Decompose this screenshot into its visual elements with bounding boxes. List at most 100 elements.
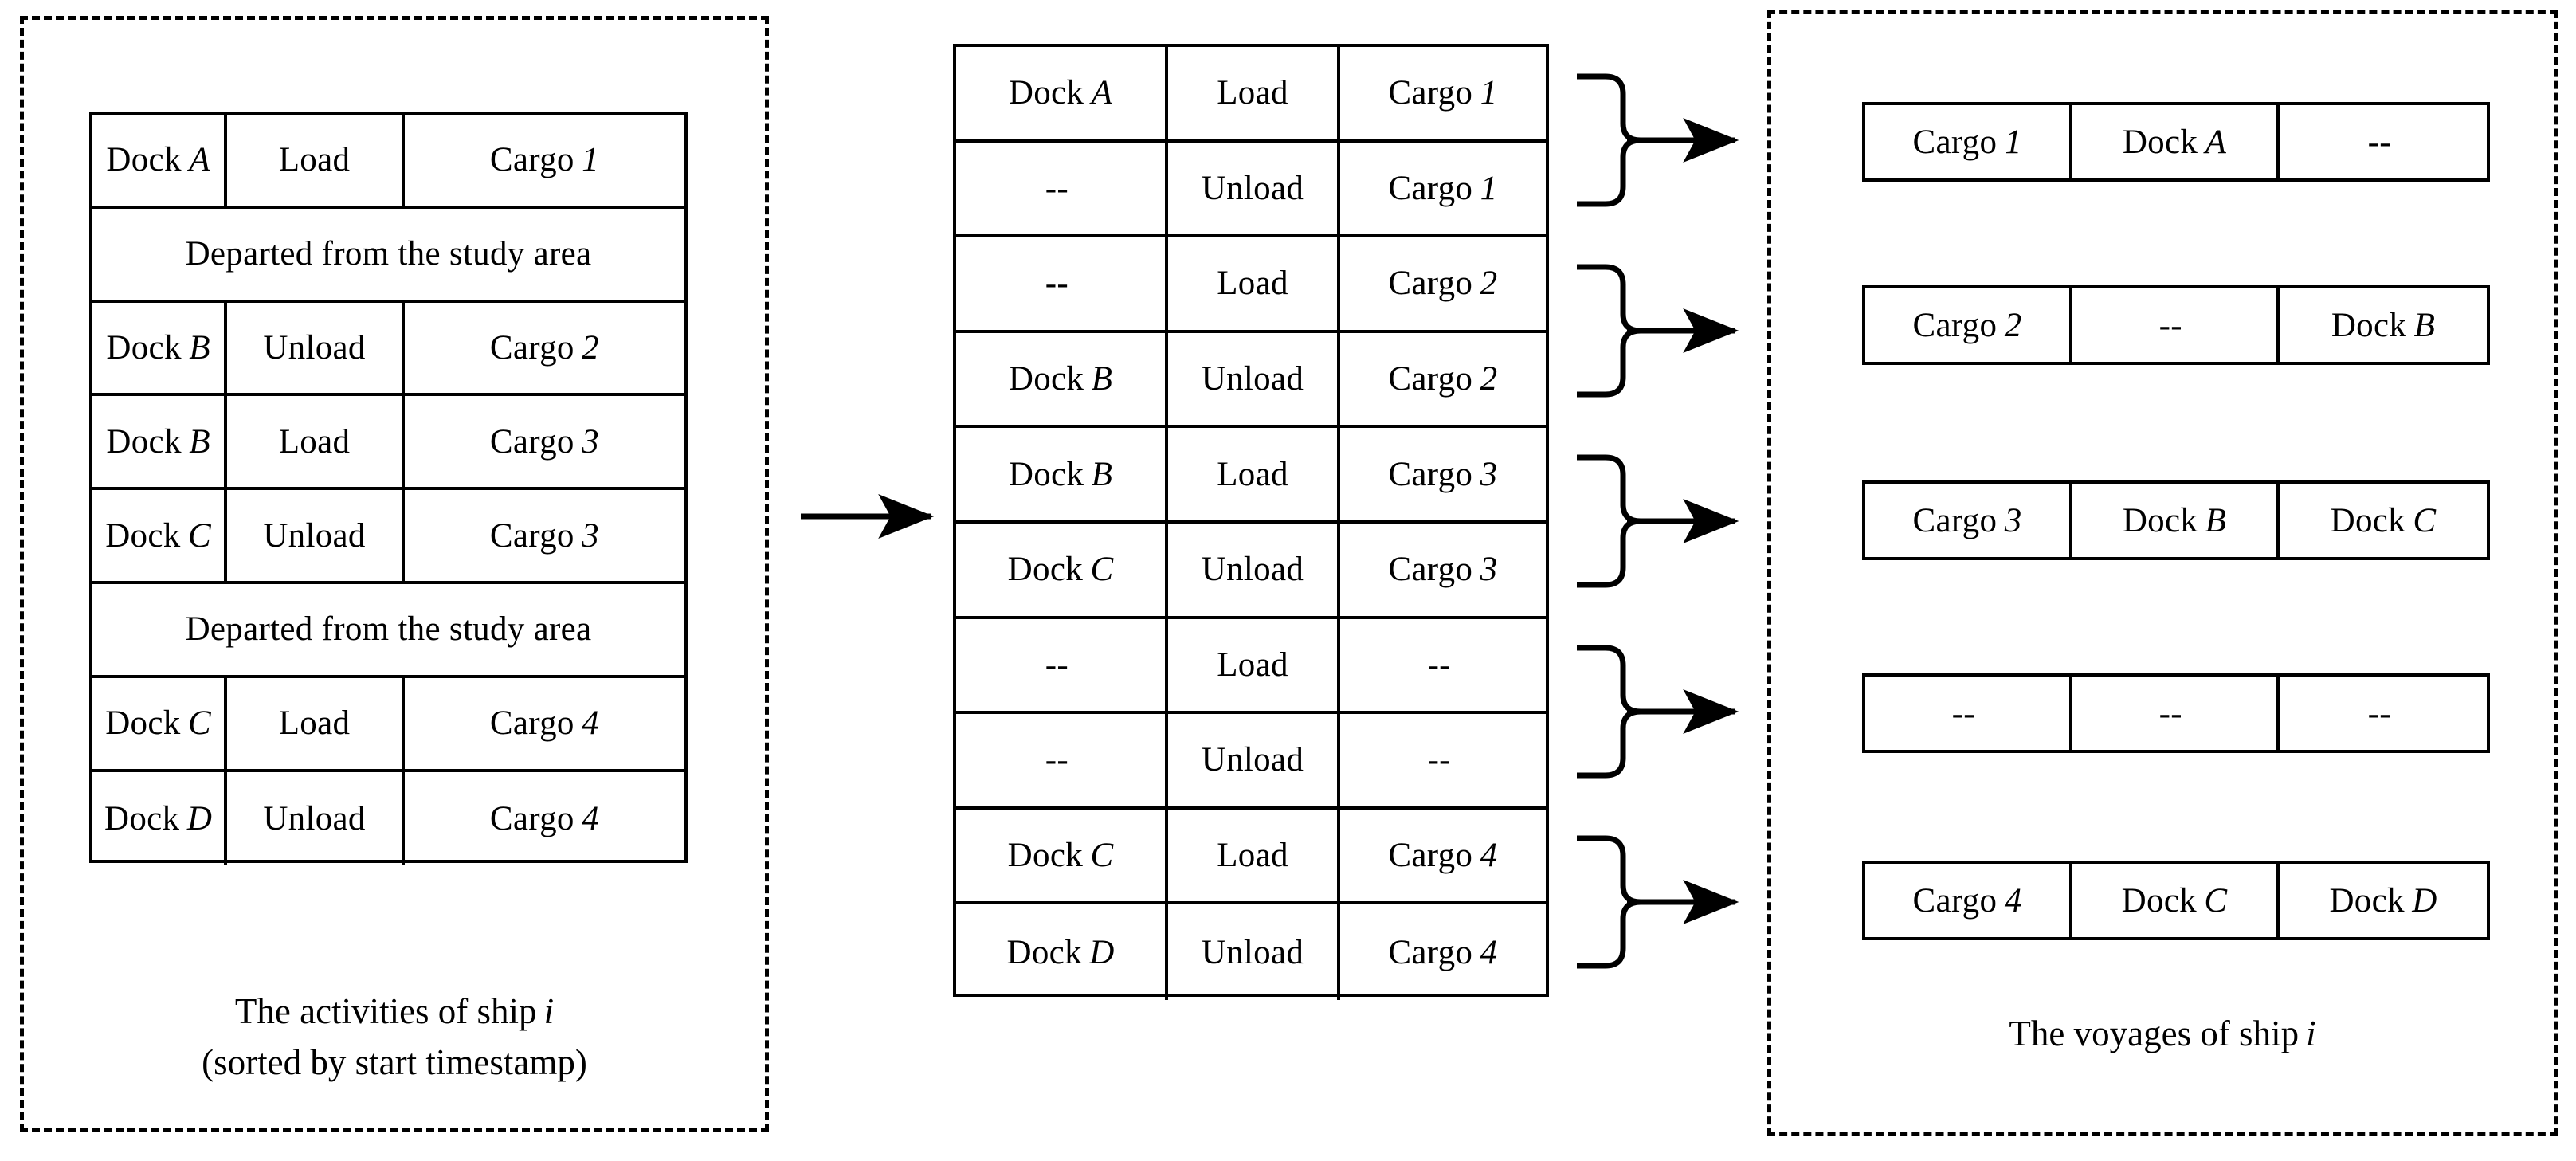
dock-id: B	[189, 422, 210, 461]
dock-id: A	[189, 141, 210, 179]
cargo-id: 1	[582, 141, 599, 179]
cargo-id: 4	[582, 704, 599, 743]
caption-line-2: (sorted by start timestamp)	[202, 1041, 587, 1082]
voyage-cargo-cell: --	[1865, 677, 2073, 750]
cargo-id: 2	[1480, 360, 1498, 398]
dock-id: B	[1091, 360, 1113, 398]
activity-action-cell: Load	[227, 677, 405, 769]
departed-note: Departed from the study area	[185, 610, 592, 649]
ordered-dock-cell: --	[956, 237, 1169, 330]
cargo-id: 4	[1480, 933, 1498, 971]
departed-note: Departed from the study area	[185, 235, 592, 273]
activity-action-cell: Load	[227, 115, 405, 206]
activities-panel	[20, 16, 769, 1132]
cargo-id: 4	[2004, 881, 2022, 920]
cargo-id: 3	[2004, 501, 2022, 539]
dock-id: B	[189, 328, 210, 367]
brace-arrow-2	[1577, 264, 1739, 398]
ordered-action-cell: Load	[1168, 809, 1340, 902]
ordered-action-cell: Unload	[1168, 332, 1340, 426]
dock-id: C	[1090, 837, 1114, 875]
ordered-dock-cell: --	[956, 714, 1169, 806]
voyage-row: -- -- --	[1862, 673, 2490, 753]
voyage-origin-cell: --	[2072, 288, 2280, 362]
ordered-dock-cell: --	[956, 618, 1169, 712]
dock-id: D	[1089, 933, 1115, 971]
ship-index: i	[2306, 1014, 2316, 1053]
dock-id: D	[186, 799, 213, 837]
brace-arrow-3	[1577, 454, 1739, 588]
ship-index: i	[543, 991, 555, 1031]
ordered-action-cell: Load	[1168, 47, 1340, 139]
ordered-dock-cell: --	[956, 142, 1169, 235]
table-row: -- Load --	[956, 618, 1546, 715]
cargo-id: 4	[1480, 837, 1498, 875]
ordered-action-cell: Unload	[1168, 904, 1340, 1000]
ordered-action-cell: Load	[1168, 428, 1340, 520]
ordered-action-cell: Unload	[1168, 714, 1340, 806]
voyage-destination-cell: --	[2367, 123, 2391, 161]
voyage-destination-cell: --	[2367, 694, 2391, 732]
dock-id: A	[2205, 123, 2227, 161]
ordered-cargo-cell: --	[1427, 645, 1451, 684]
table-row: -- Unload --	[956, 714, 1546, 810]
activity-action-cell: Load	[227, 396, 405, 488]
dock-id: B	[2413, 306, 2436, 344]
ordered-cargo-cell: --	[1427, 741, 1451, 779]
dock-id: A	[1091, 74, 1113, 112]
dock-id: C	[188, 704, 211, 743]
table-row-departed: Departed from the study area	[92, 209, 684, 303]
voyage-origin-cell: --	[2072, 677, 2280, 750]
cargo-id: 1	[1480, 74, 1498, 112]
cargo-id: 3	[582, 422, 599, 461]
brace-arrow-4	[1577, 645, 1739, 779]
cargo-id: 3	[582, 516, 599, 555]
activity-action-cell: Unload	[227, 302, 405, 394]
activity-action-cell: Unload	[227, 771, 405, 866]
